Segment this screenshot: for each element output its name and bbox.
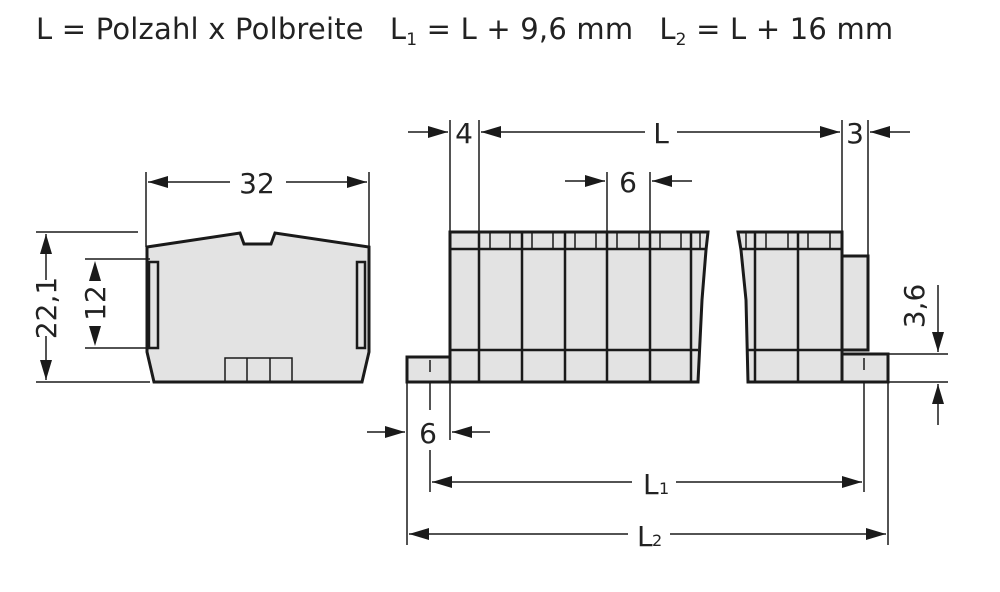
front-view: 4 L 3 6 3,6 6 [367,117,948,553]
formula-l2-definition: = L + 16 mm [686,12,894,46]
formula-l2-subscript: 2 [675,30,687,50]
formula-l-definition: L = Polzahl x Polbreite [36,12,364,46]
l2-label: L [637,520,653,553]
formula-l2-symbol: L [659,12,676,46]
pitch-label: 6 [619,166,637,199]
foot-height-label: 3,6 [898,284,931,329]
left-offset-label: 4 [455,117,473,150]
formula-l1-definition: = L + 9,6 mm [417,12,634,46]
l1-subscript: 1 [659,479,669,498]
side-width-label: 32 [239,167,275,200]
foot-offset-label: 6 [419,417,437,450]
formula-l1-subscript: 1 [406,30,418,50]
formula-l1-symbol: L [389,12,407,46]
l2-subscript: 2 [652,531,662,550]
l1-label: L [643,468,659,501]
side-view: 32 22,1 12 [30,167,371,384]
right-offset-label: 3 [846,117,864,150]
side-height-label: 22,1 [30,277,63,339]
length-label: L [653,117,669,150]
side-inner-height-label: 12 [79,285,112,321]
